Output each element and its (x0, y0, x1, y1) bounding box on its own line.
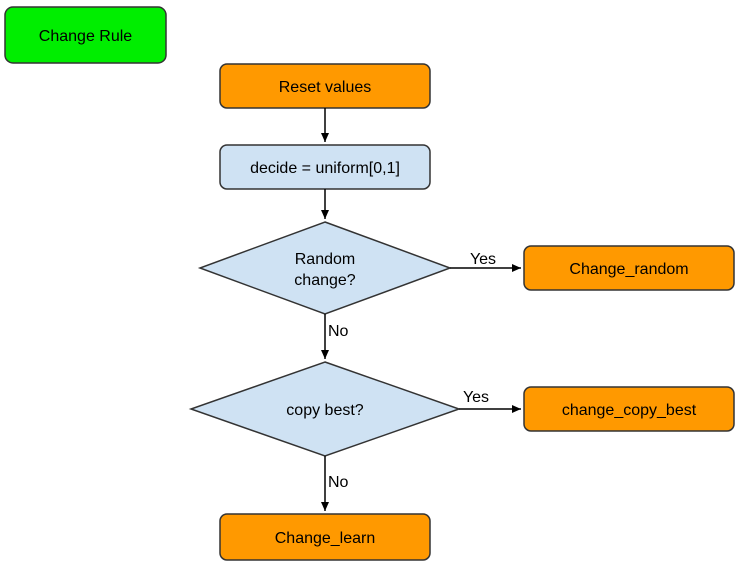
random-change-decision[interactable]: Random change? (197, 221, 453, 315)
reset-values-label: Reset values (279, 79, 372, 96)
edge-label-random-no: No (328, 323, 349, 340)
reset-values-node[interactable]: Reset values (219, 63, 431, 109)
change-random-node[interactable]: Change_random (523, 245, 735, 291)
decide-node[interactable]: decide = uniform[0,1] (219, 144, 431, 190)
edge-label-copy-no: No (328, 474, 349, 491)
change-rule-label: Change Rule (39, 28, 133, 45)
change-random-box (523, 245, 735, 291)
edge-label-copy-yes: Yes (463, 389, 489, 406)
change-rule-box (4, 6, 167, 64)
change-learn-label: Change_learn (275, 530, 376, 547)
random-change-label-line1: Random (295, 251, 355, 268)
edge-label-random-yes: Yes (470, 251, 496, 268)
random-change-label-line2: change? (294, 272, 355, 289)
change-copy-best-label: change_copy_best (562, 402, 697, 419)
change-copy-best-node[interactable]: change_copy_best (523, 386, 735, 432)
change-learn-node[interactable]: Change_learn (219, 513, 431, 561)
change-rule-node[interactable]: Change Rule (4, 6, 167, 64)
copy-best-label: copy best? (286, 402, 363, 419)
copy-best-decision[interactable]: copy best? (188, 361, 462, 457)
decide-label: decide = uniform[0,1] (250, 160, 400, 177)
random-change-diamond (197, 221, 453, 315)
change-learn-box (219, 513, 431, 561)
change-copy-best-box (523, 386, 735, 432)
change-random-label: Change_random (569, 261, 688, 278)
